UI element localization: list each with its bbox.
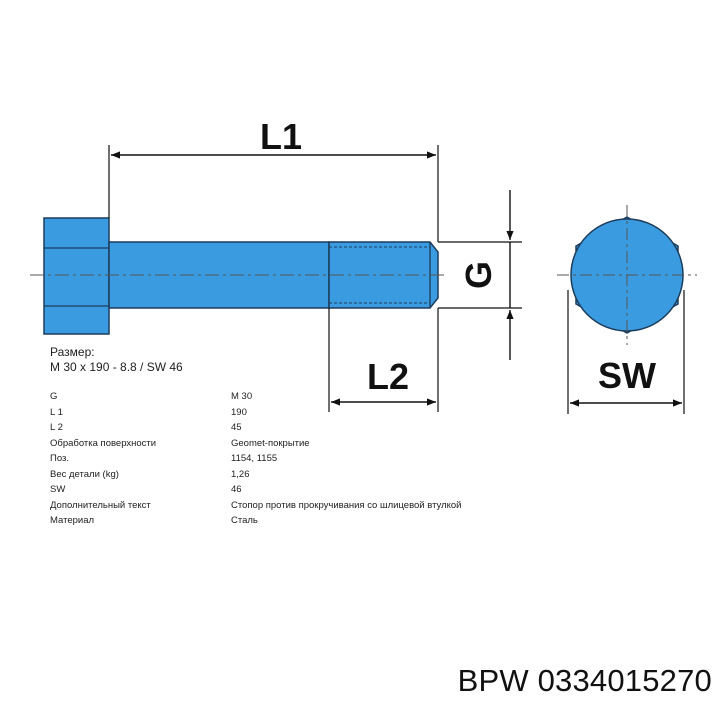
spec-row: Обработка поверхности Geomet-покрытие [50, 438, 461, 454]
label-sw: SW [598, 355, 656, 396]
spec-key: Обработка поверхности [50, 437, 157, 449]
spec-value: 45 [231, 422, 242, 433]
spec-value: 46 [231, 484, 242, 495]
dimension-sw: SW [567, 290, 685, 414]
spec-row: Поз. 1154, 1155 [50, 453, 461, 469]
spec-value: 190 [231, 406, 247, 418]
spec-value: Geomet-покрытие [231, 437, 310, 449]
spec-row: L 1 190 [50, 407, 461, 423]
hex-end-view [557, 205, 697, 345]
size-heading: Размер: [50, 345, 95, 359]
spec-value: M 30 [231, 391, 253, 402]
size-block: Размер: M 30 x 190 - 8.8 / SW 46 [50, 345, 183, 375]
dimension-l2: L2 [328, 308, 439, 412]
dimension-g: G [438, 190, 522, 360]
spec-row: L 2 45 [50, 422, 461, 438]
spec-key: Дополнительный текст [50, 499, 151, 511]
spec-key: L 1 [50, 406, 63, 418]
spec-key: L 2 [50, 422, 63, 433]
spec-row: G M 30 [50, 391, 461, 407]
spec-row: Дополнительный текст Стопор против прокру… [50, 500, 461, 516]
spec-row: Вес детали (kg) 1,26 [50, 469, 461, 485]
size-value: M 30 x 190 - 8.8 / SW 46 [50, 360, 183, 374]
spec-key: Поз. [50, 453, 69, 464]
spec-row: Материал Сталь [50, 515, 461, 531]
label-l1: L1 [260, 116, 302, 157]
label-l2: L2 [367, 356, 409, 397]
bolt-head [43, 217, 110, 335]
spec-key: SW [50, 484, 66, 495]
spec-value: Стопор против прокручивания со шлицевой … [231, 499, 462, 511]
spec-row: SW 46 [50, 484, 461, 500]
dimension-l1: L1 [108, 116, 439, 242]
label-g: G [458, 261, 499, 289]
spec-value: Сталь [231, 515, 258, 526]
spec-key: Материал [50, 515, 95, 526]
spec-value: 1154, 1155 [231, 453, 278, 464]
part-number-caption: BPW 0334015270 [457, 663, 712, 698]
spec-key: G [50, 391, 58, 402]
spec-value: 1,26 [231, 468, 250, 480]
spec-key: Вес детали (kg) [50, 468, 119, 480]
